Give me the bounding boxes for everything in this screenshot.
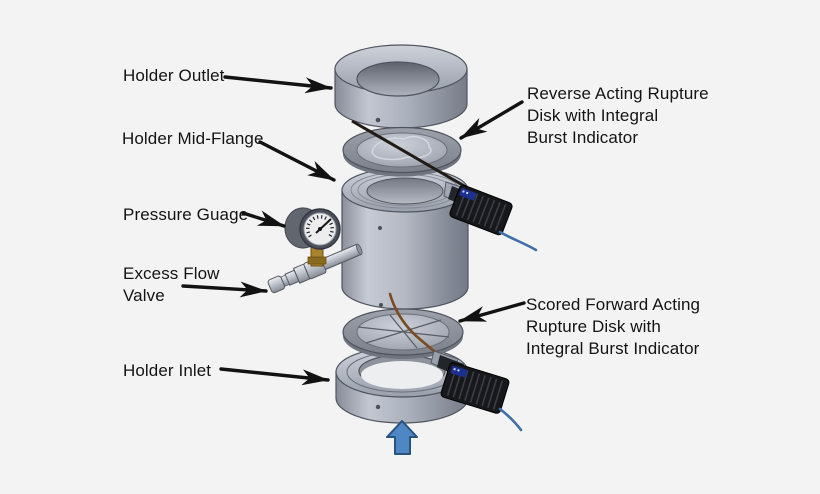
label-line: Excess Flow bbox=[123, 264, 220, 283]
bolt-hole-dot bbox=[375, 404, 381, 410]
leader-arrow-holder-outlet bbox=[223, 75, 333, 94]
label-pressure-gauge: Pressure Guage bbox=[123, 205, 249, 224]
bolt-hole-dot bbox=[379, 303, 383, 307]
label-reverse-disk: Reverse Acting Rupture Disk with Integra… bbox=[527, 83, 709, 149]
indicator-cable-lower bbox=[498, 407, 523, 432]
flow-up-arrow-icon bbox=[386, 420, 418, 455]
leader-arrow-excess-flow-valve bbox=[181, 281, 268, 298]
holder-mid-flange-body bbox=[341, 167, 469, 310]
leader-arrow-holder-inlet bbox=[219, 367, 330, 386]
label-line: Burst Indicator bbox=[527, 128, 639, 147]
leader-arrow-reverse-disk bbox=[459, 100, 524, 140]
label-line: Disk with Integral bbox=[527, 106, 659, 125]
label-line: Integral Burst Indicator bbox=[526, 339, 700, 358]
label-scored-disk: Scored Forward Acting Rupture Disk with … bbox=[526, 294, 700, 360]
label-holder-inlet: Holder Inlet bbox=[123, 361, 212, 380]
gauge-needle bbox=[315, 218, 332, 234]
leader-arrow-pressure-gauge bbox=[241, 210, 286, 228]
score-lines bbox=[357, 314, 450, 349]
pressure-gauge bbox=[284, 207, 341, 267]
excess-flow-valve bbox=[267, 243, 363, 294]
indicator-cable-upper bbox=[498, 230, 538, 252]
burst-indicator-connector-lower bbox=[430, 350, 523, 432]
label-line: Valve bbox=[123, 286, 165, 305]
label-holder-mid-flange: Holder Mid-Flange bbox=[122, 129, 264, 148]
label-holder-outlet: Holder Outlet bbox=[123, 66, 225, 85]
reverse-rupture-disk bbox=[342, 119, 467, 189]
label-line: Rupture Disk with bbox=[526, 317, 661, 336]
scored-rupture-disk bbox=[342, 308, 464, 359]
label-line: Scored Forward Acting bbox=[526, 295, 701, 314]
burst-indicator-connector-upper bbox=[443, 181, 538, 252]
burst-indicator-wire-upper bbox=[351, 119, 467, 189]
bolt-hole-dot bbox=[375, 117, 381, 123]
holder-outlet-ring bbox=[334, 44, 468, 129]
label-excess-flow-valve: Excess Flow Valve bbox=[123, 263, 220, 307]
label-line: Reverse Acting Rupture bbox=[527, 84, 709, 103]
leader-arrow-holder-mid-flange bbox=[258, 140, 336, 182]
bolt-hole-dot bbox=[378, 226, 382, 230]
leader-arrow-scored-disk bbox=[458, 301, 526, 323]
